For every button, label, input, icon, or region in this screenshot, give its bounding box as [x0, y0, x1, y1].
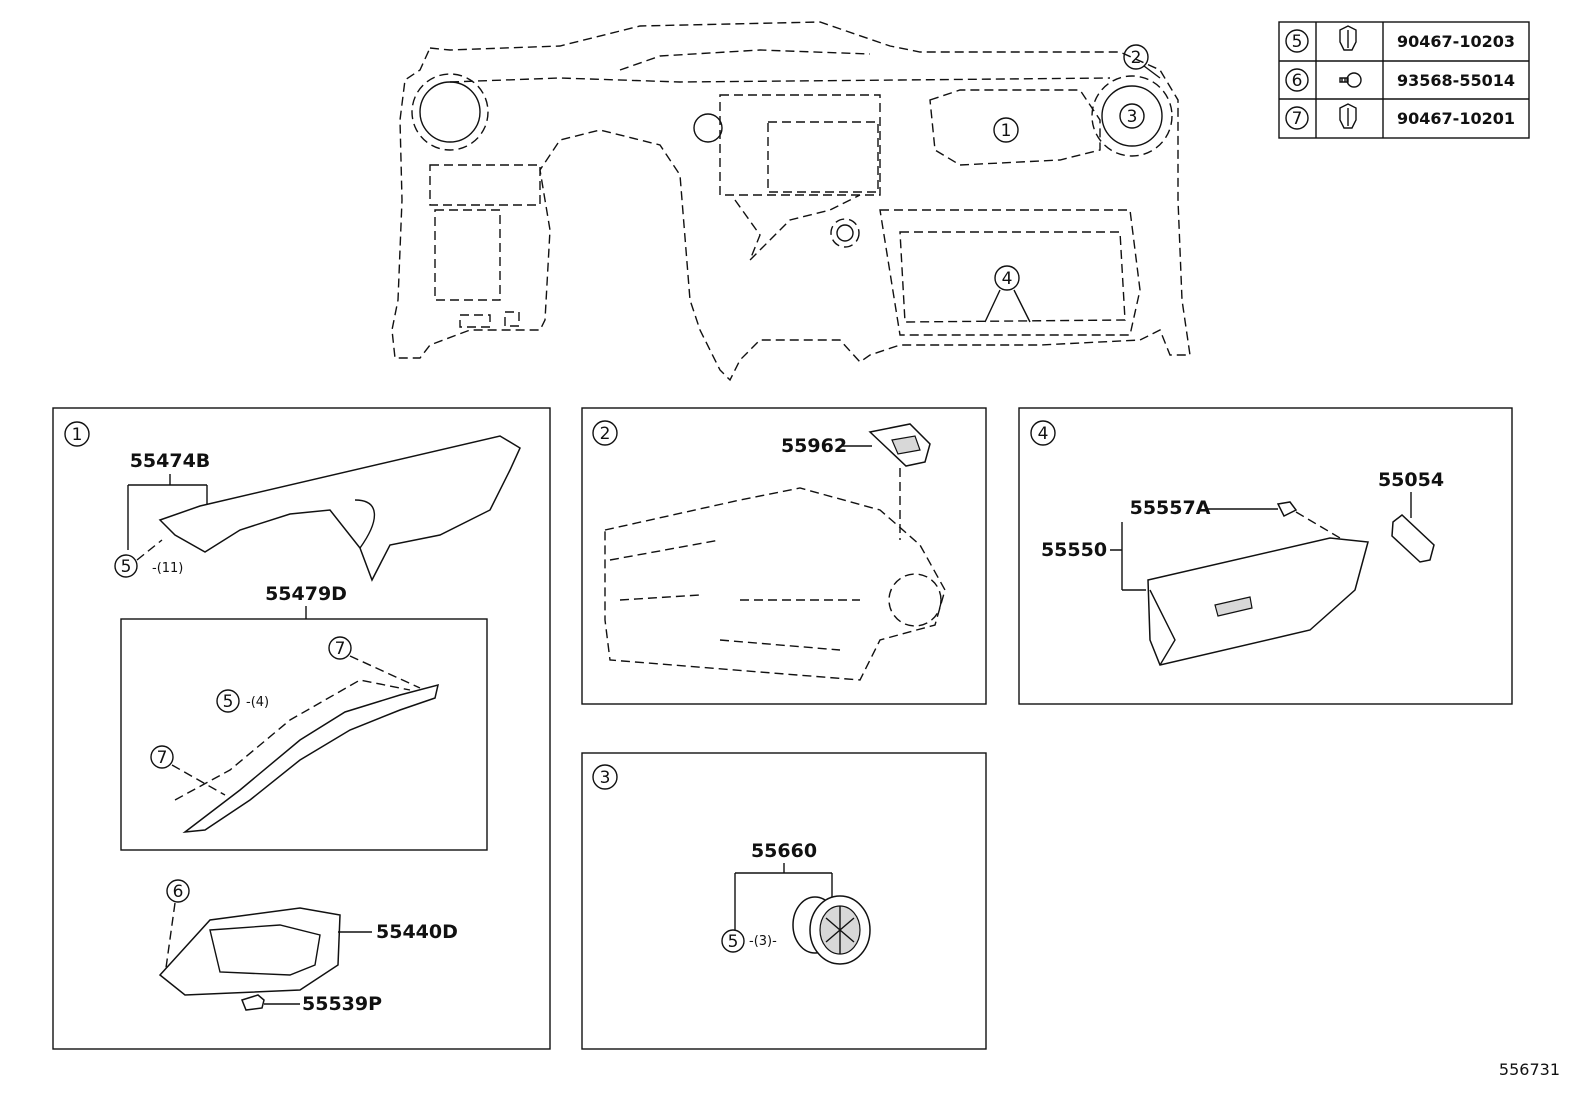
table-part-no-6: 93568-55014: [1397, 71, 1515, 90]
diagram-id: 556731: [1499, 1060, 1560, 1079]
clip-icon: [1339, 25, 1357, 51]
panel-2: 2 55962: [581, 407, 987, 705]
panel-3-ref: 3: [600, 768, 611, 788]
panel-1-ref: 1: [72, 425, 83, 445]
glove-box-55550: [1147, 537, 1369, 666]
callout-5-a-qty: -(11): [152, 561, 183, 576]
label-55440D: 55440D: [376, 921, 458, 943]
label-55660: 55660: [751, 840, 817, 862]
overview-ref-3: 3: [1127, 107, 1138, 127]
label-55054: 55054: [1378, 469, 1444, 491]
lower-cover-55440D: [158, 907, 341, 996]
label-55539P: 55539P: [302, 993, 382, 1015]
callout-5-c-qty: -(3)-: [749, 934, 777, 949]
damper-55054: [1391, 514, 1435, 563]
vent-55660: [792, 895, 871, 965]
label-55479D: 55479D: [265, 583, 347, 605]
label-55550: 55550: [1041, 539, 1107, 561]
upper-panel-55474B: [158, 435, 521, 582]
label-55557A: 55557A: [1130, 497, 1211, 519]
overview-ref-1: 1: [1001, 121, 1012, 141]
lower-strip-55479D: [182, 683, 440, 834]
clip-icon: [1339, 103, 1357, 129]
table-ref-7: 7: [1292, 109, 1303, 129]
fastener-table: 5 90467-10203 6 93568-55014 7 90467-1020…: [1278, 21, 1530, 139]
overview-ref-2: 2: [1131, 48, 1142, 68]
panel-4: 4 55054 55557A 55550: [1018, 407, 1513, 705]
callout-7-a: 7: [335, 639, 346, 659]
table-ref-5: 5: [1292, 32, 1303, 52]
callout-5-a: 5: [121, 557, 132, 577]
overview-ref-4: 4: [1002, 269, 1013, 289]
callout-5-b: 5: [223, 692, 234, 712]
panel-3: 3 55660 5 -(3)-: [581, 752, 987, 1050]
label-55962: 55962: [781, 435, 847, 457]
label-55474B: 55474B: [130, 450, 211, 472]
table-part-no-7: 90467-10201: [1397, 109, 1515, 128]
callout-5-b-qty: -(4): [246, 695, 269, 710]
callout-5-c: 5: [728, 932, 739, 952]
callout-6: 6: [173, 882, 184, 902]
table-ref-6: 6: [1292, 71, 1303, 91]
panel-2-ref: 2: [600, 424, 611, 444]
table-part-no-5: 90467-10203: [1397, 32, 1515, 51]
callout-7-b: 7: [157, 748, 168, 768]
part-55557A: [1276, 501, 1298, 518]
screw-icon: [1339, 72, 1362, 88]
part-55539P: [241, 994, 265, 1011]
dashboard-overview: 1 3 2 4: [391, 21, 1191, 382]
panel-1: 1 55474B 5 -(11) 55479D 7 5 -(4) 7 6 554…: [52, 407, 551, 1050]
panel-4-ref: 4: [1038, 424, 1049, 444]
